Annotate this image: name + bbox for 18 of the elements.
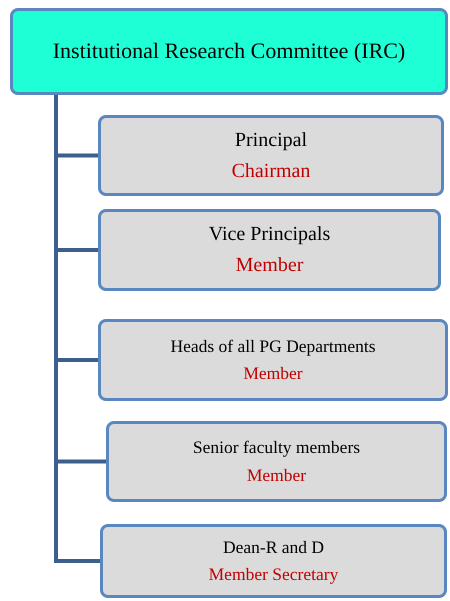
role-label: Member bbox=[246, 464, 306, 486]
role-label: Member bbox=[236, 253, 304, 278]
role-title: Institutional Research Committee (IRC) bbox=[52, 37, 406, 66]
role-label: Chairman bbox=[232, 158, 310, 184]
role-title: Senior faculty members bbox=[192, 436, 360, 460]
role-label: Member Secretary bbox=[208, 563, 338, 586]
member-box bbox=[98, 209, 441, 291]
role-label: Member bbox=[243, 362, 303, 385]
role-title: Vice Principals bbox=[208, 222, 330, 247]
connector-line bbox=[54, 95, 100, 563]
member-box bbox=[100, 524, 447, 598]
member-box bbox=[98, 115, 444, 196]
committee-box bbox=[10, 8, 448, 95]
role-title: Dean-R and D bbox=[222, 536, 324, 559]
member-box bbox=[106, 421, 447, 502]
role-title: Heads of all PG Departments bbox=[170, 334, 376, 358]
role-title: Principal bbox=[234, 128, 308, 152]
member-box bbox=[98, 319, 448, 401]
